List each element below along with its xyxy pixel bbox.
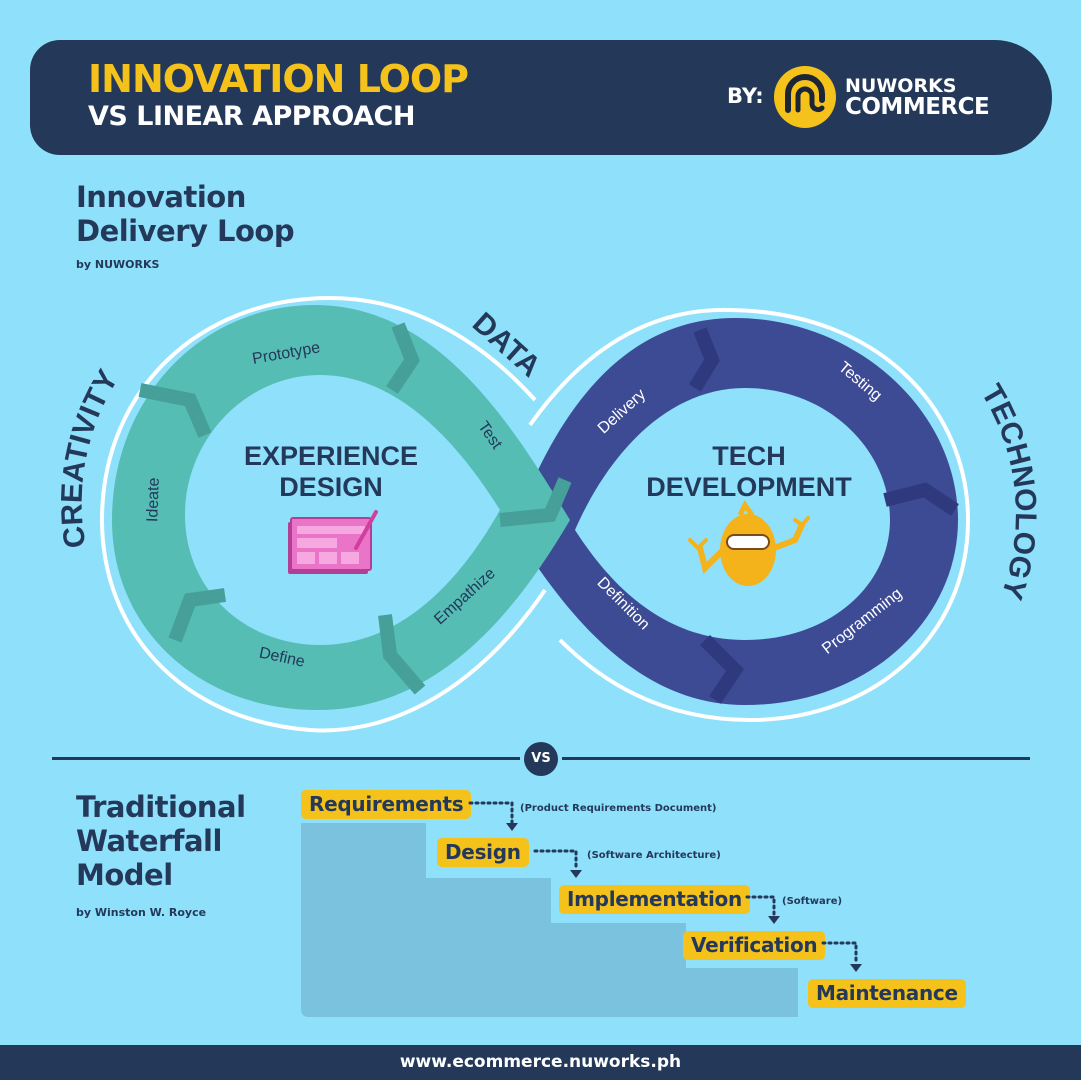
outer-track-right [528, 307, 971, 723]
waterfall-staircase [301, 823, 798, 1017]
step-requirements: Requirements [301, 790, 472, 819]
loop-byline: by NUWORKS [76, 258, 160, 271]
loop-title-line2: Delivery Loop [76, 214, 295, 248]
divider-line-right [562, 757, 1030, 760]
footer-url[interactable]: www.ecommerce.nuworks.ph [399, 1052, 682, 1072]
by-label: BY: [727, 84, 764, 108]
note-requirements: (Product Requirements Document) [520, 803, 717, 814]
outer-track-left [99, 295, 547, 733]
design-wireframe-icon [288, 510, 378, 574]
loop-section-title: Innovation Delivery Loop [76, 180, 295, 248]
nuworks-logo-icon [774, 66, 836, 128]
waterfall-title-line3: Model [76, 858, 173, 892]
waterfall-title-line2: Waterfall [76, 824, 222, 858]
header-banner [30, 40, 1052, 155]
tech-loop-dividers [689, 327, 959, 704]
arrow-head-2 [570, 870, 582, 878]
arrow-head-1 [506, 823, 518, 831]
arrow-head-3 [768, 916, 780, 924]
tech-title-line1: TECH [712, 441, 786, 471]
arrow-head-4 [850, 964, 862, 972]
robot-icon [688, 500, 810, 586]
innovation-loop-diagram: CREATIVITY TECHNOLOGY DATA Prototype Tes… [55, 295, 1042, 733]
brand-name-line2: COMMERCE [845, 94, 990, 120]
waterfall-byline: by Winston W. Royce [76, 906, 207, 919]
step-implementation: Implementation [559, 885, 750, 914]
experience-loop-dividers [138, 322, 572, 695]
tech-title-line2: DEVELOPMENT [646, 472, 852, 502]
footer-bar [0, 1045, 1081, 1080]
tech-loop-ring [513, 318, 958, 705]
step-verification: Verification [683, 931, 826, 960]
experience-title-line1: EXPERIENCE [244, 441, 418, 471]
stage-ideate: Ideate [144, 477, 163, 522]
brand-name-line1: NUWORKS [845, 75, 957, 97]
experience-loop-ring [112, 305, 570, 710]
page-title: INNOVATION LOOP [88, 57, 469, 101]
waterfall-section-title: Traditional Waterfall Model [76, 790, 246, 892]
note-implementation: (Software) [782, 896, 843, 907]
waterfall-arrows [468, 801, 862, 972]
divider-line-left [52, 757, 520, 760]
experience-title-line2: DESIGN [279, 472, 383, 502]
step-design: Design [437, 838, 529, 867]
vs-badge: VS [524, 742, 558, 776]
page-subtitle: VS LINEAR APPROACH [88, 101, 415, 132]
waterfall-title-line1: Traditional [76, 790, 246, 824]
note-design: (Software Architecture) [587, 850, 721, 861]
loop-title-line1: Innovation [76, 180, 246, 214]
step-maintenance: Maintenance [808, 979, 966, 1008]
